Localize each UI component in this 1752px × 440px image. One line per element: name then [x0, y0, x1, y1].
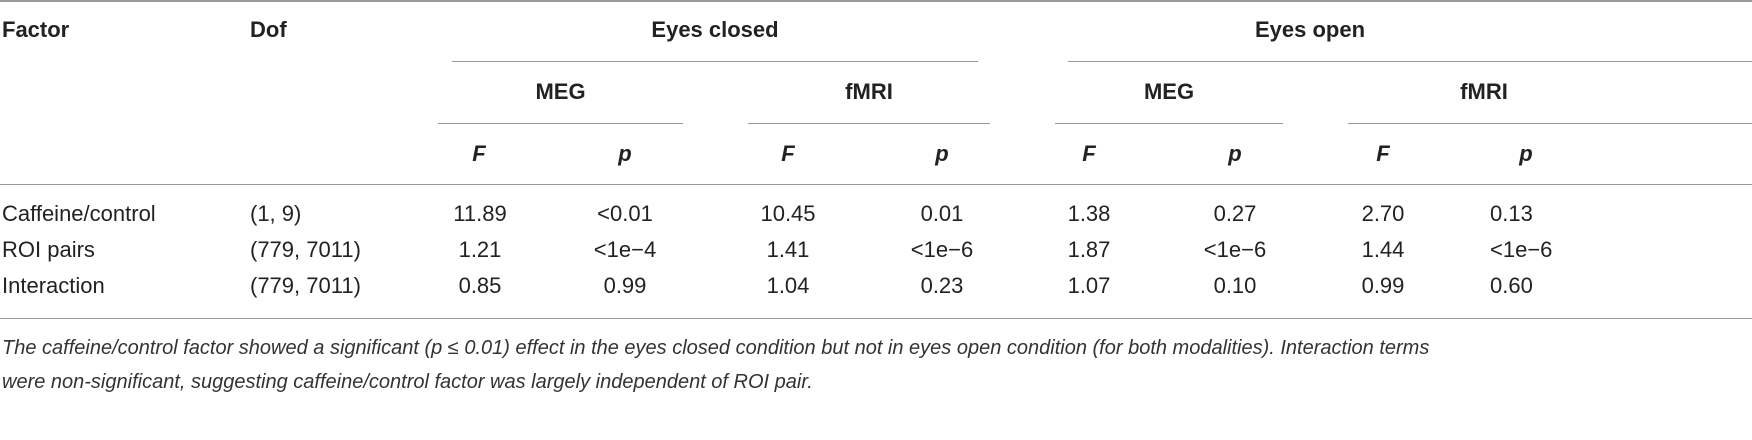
row-dof: (1, 9) [250, 201, 302, 226]
header-meg-open: MEG [1143, 79, 1195, 104]
cell-fmri-closed-f: 10.45 [760, 201, 816, 226]
cell-fmri-open-p: 0.60 [1490, 273, 1533, 298]
cell-meg-closed-f: 1.21 [458, 237, 502, 262]
cell-fmri-open-f: 0.99 [1361, 273, 1405, 298]
cell-fmri-closed-f: 1.41 [766, 237, 810, 262]
cell-meg-open-p: 0.10 [1213, 273, 1257, 298]
cell-fmri-open-f: 1.44 [1361, 237, 1405, 262]
fmri-closed-rule [748, 123, 990, 124]
eyes-open-rule [1068, 61, 1752, 62]
cell-meg-closed-p: <0.01 [597, 201, 653, 226]
meg-closed-rule [438, 123, 683, 124]
table-footnote-line-1: The caffeine/control factor showed a sig… [2, 337, 1430, 359]
header-dof: Dof [250, 17, 287, 42]
cell-meg-closed-f: 11.89 [453, 201, 507, 226]
row-dof: (779, 7011) [250, 273, 361, 298]
cell-meg-open-p: 0.27 [1213, 201, 1257, 226]
cell-meg-closed-p: 0.99 [603, 273, 647, 298]
cell-fmri-closed-p: 0.23 [920, 273, 964, 298]
header-p-2: p [935, 141, 949, 166]
cell-fmri-open-p: <1e−6 [1490, 237, 1553, 262]
header-f-1: F [472, 141, 486, 166]
cell-fmri-closed-p: 0.01 [920, 201, 964, 226]
header-f-4: F [1376, 141, 1390, 166]
header-bottom-rule [0, 184, 1752, 185]
row-factor: ROI pairs [2, 237, 95, 262]
cell-fmri-closed-p: <1e−6 [910, 237, 974, 262]
header-f-3: F [1082, 141, 1096, 166]
cell-fmri-open-p: 0.13 [1490, 201, 1533, 226]
cell-meg-closed-f: 0.85 [458, 273, 502, 298]
table-footnote-line-2: were non-significant, suggesting caffein… [2, 371, 813, 393]
header-eyes-closed: Eyes closed [651, 17, 779, 42]
header-factor: Factor [2, 17, 70, 42]
header-p-1: p [618, 141, 632, 166]
table-bottom-rule [0, 318, 1752, 319]
row-factor: Caffeine/control [2, 201, 156, 226]
eyes-closed-rule [452, 61, 978, 62]
cell-meg-open-f: 1.07 [1067, 273, 1111, 298]
cell-meg-closed-p: <1e−4 [593, 237, 657, 262]
cell-meg-open-f: 1.87 [1067, 237, 1111, 262]
cell-fmri-closed-f: 1.04 [766, 273, 810, 298]
cell-meg-open-f: 1.38 [1067, 201, 1111, 226]
header-eyes-open: Eyes open [1254, 17, 1366, 42]
header-f-2: F [781, 141, 795, 166]
header-p-4: p [1519, 141, 1533, 166]
header-fmri-open: fMRI [1460, 79, 1508, 104]
header-p-3: p [1228, 141, 1242, 166]
table-top-rule [0, 0, 1752, 2]
cell-meg-open-p: <1e−6 [1203, 237, 1267, 262]
header-fmri-closed: fMRI [845, 79, 893, 104]
cell-fmri-open-f: 2.70 [1361, 201, 1405, 226]
row-factor: Interaction [2, 273, 105, 298]
meg-open-rule [1055, 123, 1283, 124]
fmri-open-rule [1348, 123, 1752, 124]
header-meg-closed: MEG [535, 79, 586, 104]
row-dof: (779, 7011) [250, 237, 361, 262]
